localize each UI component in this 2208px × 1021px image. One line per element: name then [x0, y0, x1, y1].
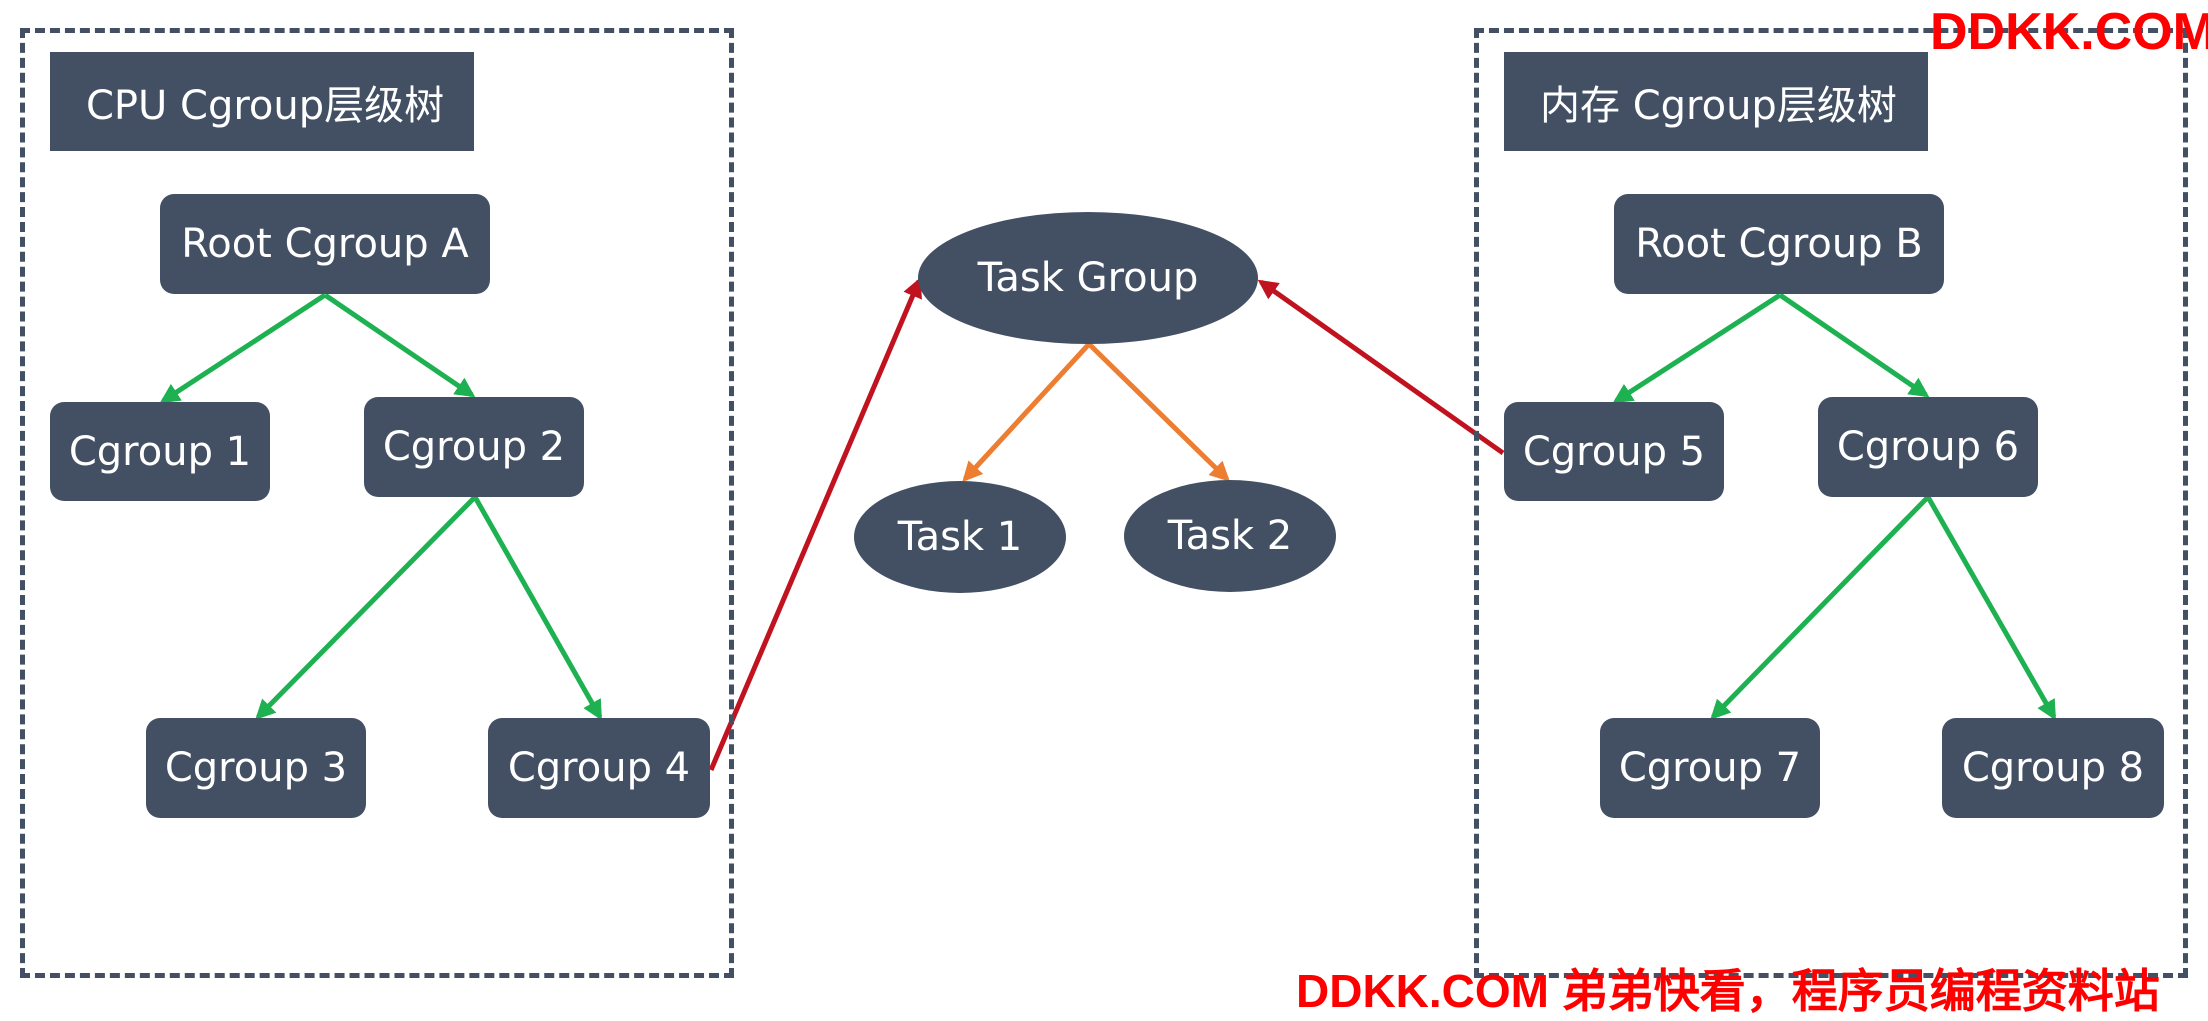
- edge-root-a-to-cgroup2: [323, 292, 476, 398]
- node-cgroup-4: Cgroup 4: [488, 718, 710, 818]
- edge-taskgroup-to-task2: [1087, 342, 1230, 482]
- edge-root-a-to-cgroup1: [159, 292, 327, 404]
- node-root-cgroup-a: Root Cgroup A: [160, 194, 490, 294]
- edge-cgroup2-to-cgroup3: [255, 495, 477, 720]
- edge-cgroup4-to-taskgroup: [708, 277, 922, 771]
- edge-cgroup6-to-cgroup7: [1710, 495, 1930, 720]
- edge-cgroup5-to-taskgroup: [1257, 279, 1505, 456]
- node-task-group: Task Group: [918, 212, 1258, 344]
- node-cgroup-5: Cgroup 5: [1504, 402, 1724, 501]
- watermark-bottom: DDKK.COM 弟弟快看，程序员编程资料站: [1296, 965, 2160, 1017]
- node-cgroup-7: Cgroup 7: [1600, 718, 1820, 818]
- edge-cgroup6-to-cgroup8: [1925, 495, 2057, 721]
- node-cgroup-3: Cgroup 3: [146, 718, 366, 818]
- node-cgroup-6: Cgroup 6: [1818, 397, 2038, 497]
- node-task-1: Task 1: [854, 481, 1066, 593]
- edge-taskgroup-to-task1: [962, 342, 1091, 482]
- edge-root-b-to-cgroup5: [1612, 292, 1782, 404]
- cpu-tree-frame: [20, 28, 734, 978]
- edge-root-b-to-cgroup6: [1778, 292, 1930, 398]
- node-cgroup-2: Cgroup 2: [364, 397, 584, 497]
- node-cgroup-8: Cgroup 8: [1942, 718, 2164, 818]
- cpu-tree-title: CPU Cgroup层级树: [50, 52, 474, 151]
- node-root-cgroup-b: Root Cgroup B: [1614, 194, 1944, 294]
- node-cgroup-1: Cgroup 1: [50, 402, 270, 501]
- watermark-top: DDKK.COM: [1930, 3, 2208, 61]
- edge-cgroup2-to-cgroup4: [472, 495, 603, 721]
- node-task-2: Task 2: [1124, 480, 1336, 592]
- mem-tree-frame: [1474, 28, 2188, 978]
- mem-tree-title: 内存 Cgroup层级树: [1504, 52, 1928, 151]
